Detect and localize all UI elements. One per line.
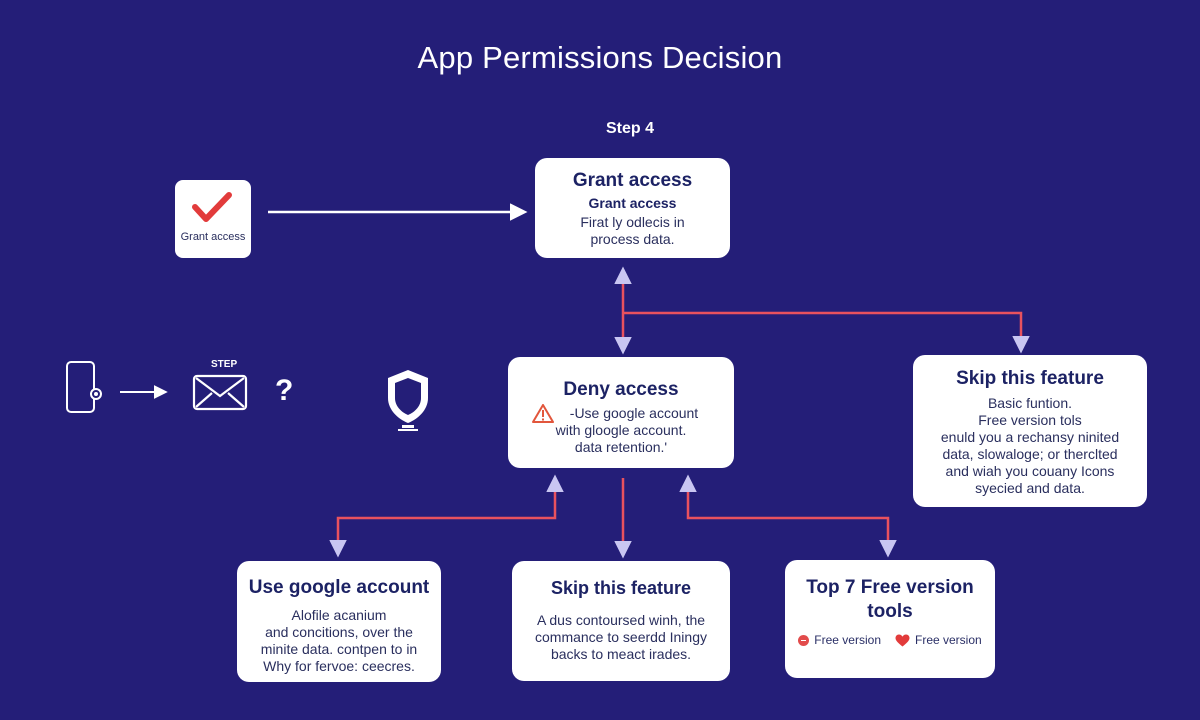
skip-mid-card-line: A dus contoursed winh, the bbox=[536, 612, 706, 628]
skip-right-card-line: and wiah you couany Icons bbox=[945, 463, 1115, 479]
grant-card-line: Firat ly odlecis in bbox=[580, 214, 685, 230]
step-label: Step 4 bbox=[605, 120, 654, 137]
skip-mid-card-line: commance to seerdd Iningy bbox=[535, 629, 707, 645]
google-card-line: Why for fervoe: ceecres. bbox=[263, 658, 415, 674]
google-card-line: minite data. contpen to in bbox=[260, 641, 418, 657]
deny-card-line: data retention.' bbox=[574, 439, 668, 455]
grant-card-title: Grant access bbox=[572, 170, 693, 191]
deny-card-line-warning: -Use google account bbox=[508, 404, 734, 423]
google-card-line: and concitions, over the bbox=[265, 624, 413, 640]
deny-card-title: Deny access bbox=[563, 379, 679, 400]
grant-card-subtitle: Grant access bbox=[588, 195, 677, 211]
step-small-label: STEP bbox=[211, 359, 238, 370]
google-card-line: Alofile acanium bbox=[291, 607, 387, 623]
use-google-account-card[interactable]: Use google account Alofile acanium and c… bbox=[237, 561, 441, 682]
badge-label: Free version bbox=[814, 633, 881, 647]
free-version-badge[interactable]: Free version bbox=[895, 633, 982, 647]
mail-icon bbox=[192, 374, 248, 411]
google-card-title: Use google account bbox=[248, 577, 430, 598]
grant-card-line: process data. bbox=[590, 231, 675, 247]
warning-icon bbox=[532, 404, 554, 423]
skip-mid-card-line: backs to meact irades. bbox=[550, 646, 692, 662]
check-card-label: Grant access bbox=[180, 231, 246, 243]
skip-right-card-line: Free version tols bbox=[978, 412, 1082, 428]
free-version-badge[interactable]: Free version bbox=[798, 633, 881, 647]
skip-feature-card-middle[interactable]: Skip this feature A dus contoursed winh,… bbox=[512, 561, 730, 681]
deny-access-card[interactable]: Deny access -Use google account with glo… bbox=[508, 357, 734, 468]
skip-feature-card-right[interactable]: Skip this feature Basic funtion. Free ve… bbox=[913, 355, 1147, 507]
checkmark-icon bbox=[192, 192, 232, 222]
connector-to-top7 bbox=[679, 474, 897, 558]
grant-access-card[interactable]: Grant access Grant access Firat ly odlec… bbox=[535, 158, 730, 258]
page-title: App Permissions Decision bbox=[417, 40, 783, 75]
skip-mid-card-title: Skip this feature bbox=[550, 578, 692, 598]
skip-right-card-line: enuld you a rechansy ninited bbox=[940, 429, 1120, 445]
badge-label: Free version bbox=[915, 633, 982, 647]
badge-row: Free version Free version bbox=[785, 633, 995, 647]
deny-card-line: -Use google account bbox=[569, 405, 699, 421]
skip-right-card-line: syecied and data. bbox=[975, 480, 1085, 496]
shield-icon bbox=[388, 370, 428, 431]
deny-card-line: with gloogle account. bbox=[555, 422, 687, 438]
grant-access-check-card[interactable]: Grant access bbox=[175, 180, 251, 258]
connector-to-google bbox=[329, 474, 564, 558]
connector-to-skip-right bbox=[623, 311, 1030, 354]
skip-right-card-line: Basic funtion. bbox=[987, 395, 1073, 411]
top7-card-title-line1: Top 7 Free version bbox=[806, 577, 974, 598]
minus-circle-icon bbox=[798, 634, 810, 646]
question-mark: ? bbox=[275, 374, 294, 407]
top-7-free-version-card[interactable]: Top 7 Free version tools Free version Fr… bbox=[785, 560, 995, 678]
heart-icon bbox=[895, 634, 910, 646]
skip-right-card-title: Skip this feature bbox=[956, 368, 1104, 389]
top7-card-title-line2: tools bbox=[867, 601, 913, 622]
skip-right-card-line: data, slowaloge; or therclted bbox=[942, 446, 1118, 462]
phone-icon bbox=[66, 361, 102, 413]
